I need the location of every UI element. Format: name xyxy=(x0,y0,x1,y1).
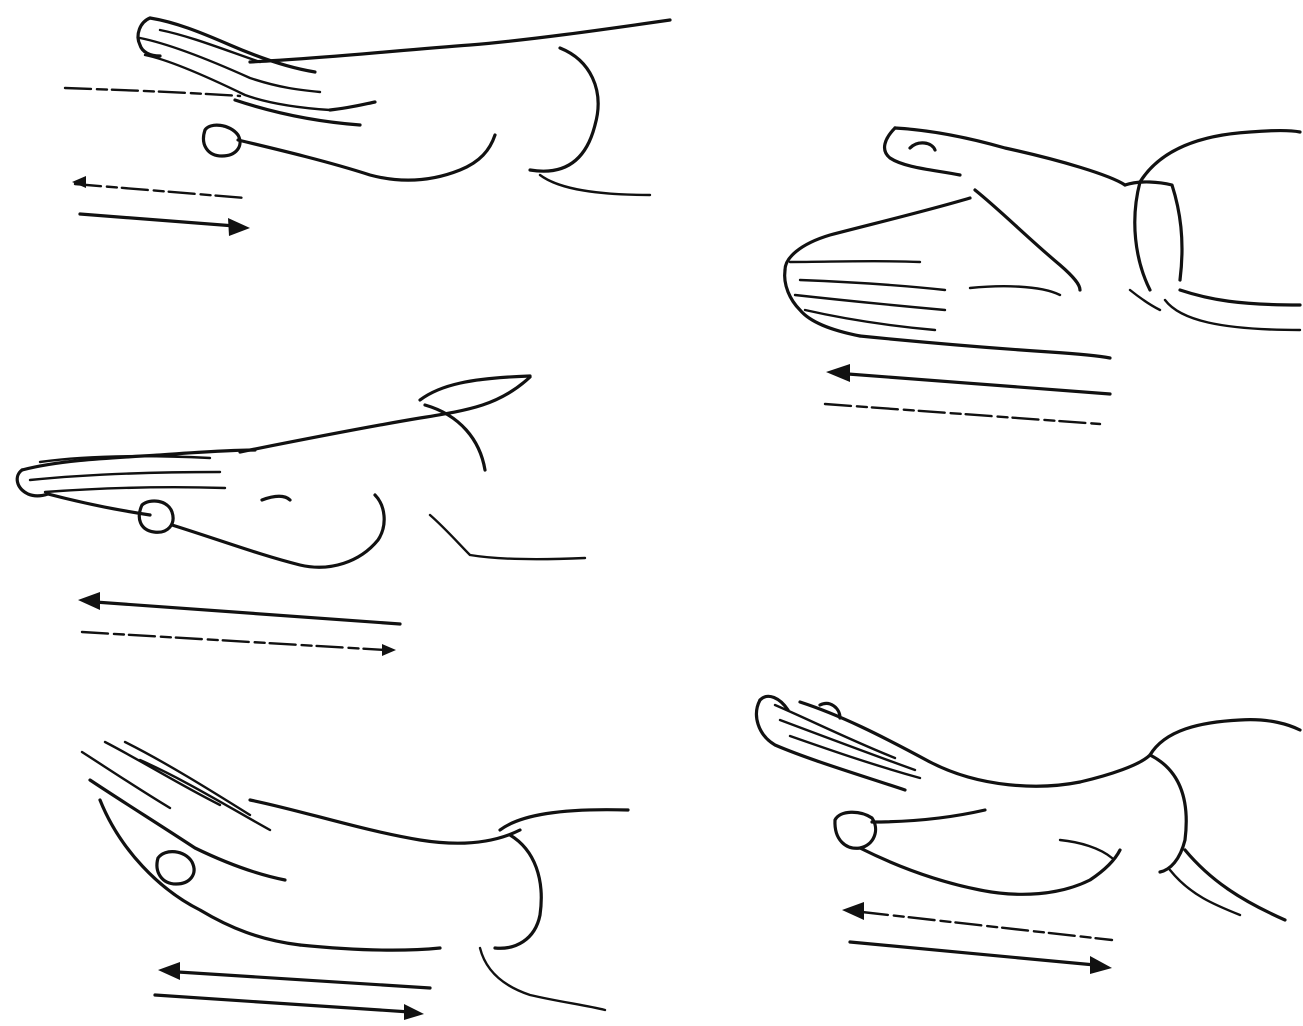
arrowhead-small-icon xyxy=(72,176,86,188)
arrow-pair-bottom-right xyxy=(842,902,1112,974)
hand-drawing-top-right xyxy=(785,128,1300,358)
arrow-line-lower xyxy=(80,214,235,226)
panel-top-right xyxy=(785,128,1300,424)
hand-drawing-middle-left xyxy=(17,376,585,567)
arrow-pair-bottom-left xyxy=(155,962,430,1020)
panel-bottom-left xyxy=(82,742,628,1020)
arrowhead-left-icon xyxy=(158,962,180,980)
hand-drawing-bottom-right xyxy=(756,696,1300,920)
arrow-line-lower xyxy=(155,995,410,1012)
arrow-line-upper xyxy=(848,374,1110,394)
arrowhead-small-right-icon xyxy=(382,644,396,656)
arrow-line-lower xyxy=(825,404,1100,424)
arrow-line-upper xyxy=(862,912,1112,940)
arrowhead-right-icon xyxy=(404,1004,424,1020)
arrow-line-upper xyxy=(178,972,430,988)
arrowhead-right-icon xyxy=(228,218,250,236)
arrow-line-upper xyxy=(95,602,400,624)
arrowhead-left-icon xyxy=(78,592,100,610)
arrow-line-lower xyxy=(850,942,1095,965)
arrow-pair-top-left xyxy=(72,176,250,236)
arrow-line-upper xyxy=(75,184,245,198)
panel-top-left xyxy=(65,18,670,236)
arrow-pair-top-right xyxy=(825,364,1110,424)
arrowhead-left-icon xyxy=(826,364,850,382)
panel-bottom-right xyxy=(756,696,1300,974)
arrowhead-right-icon xyxy=(1090,956,1112,974)
panel-middle-left xyxy=(17,376,585,656)
arrowhead-left-icon xyxy=(842,902,864,920)
arrow-line-lower xyxy=(82,632,385,650)
arrow-pair-middle-left xyxy=(78,592,400,656)
hand-drawing-top-left xyxy=(65,18,670,195)
